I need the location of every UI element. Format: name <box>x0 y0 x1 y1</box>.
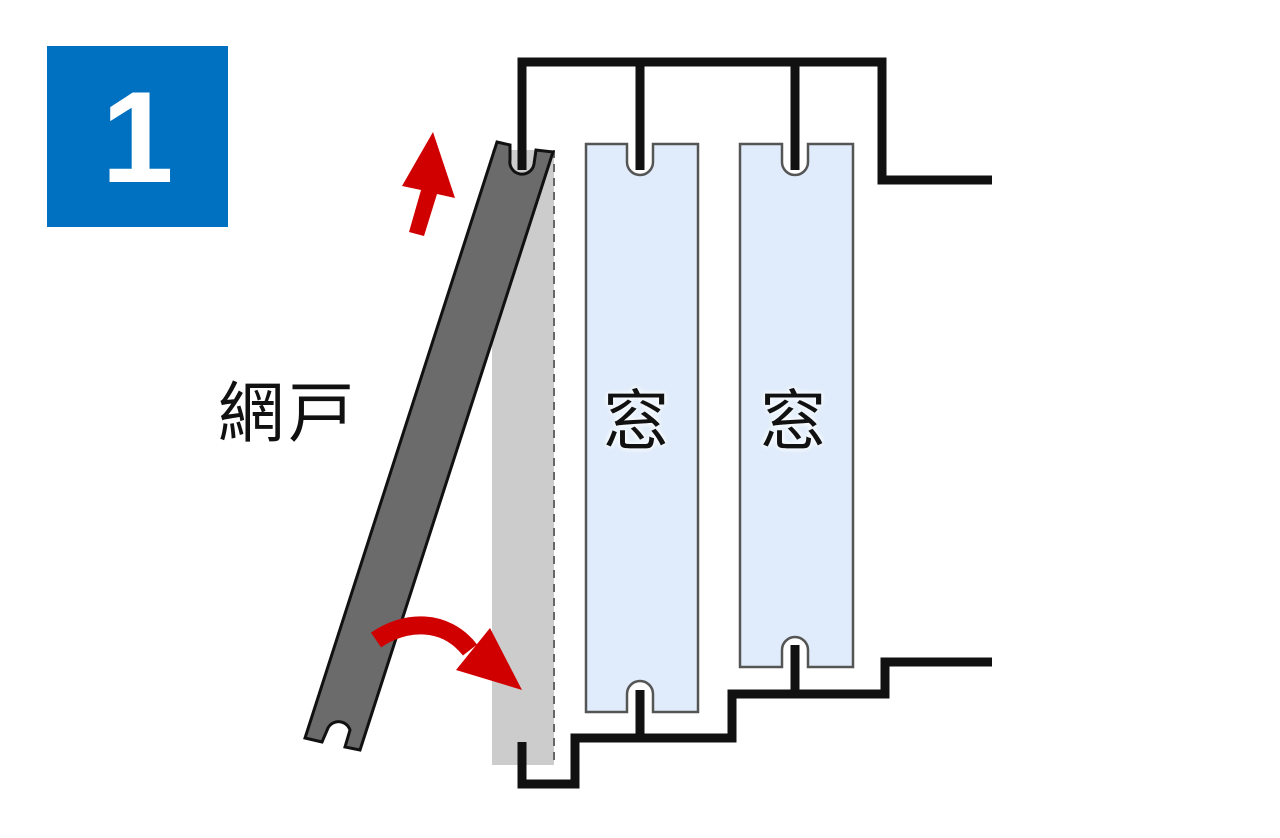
window-label-1: 窓 <box>603 383 669 460</box>
lower-frame-rail <box>517 645 992 789</box>
window-panel-1 <box>584 142 700 714</box>
window-label-2: 窓 <box>760 383 826 460</box>
window-panel-2 <box>738 142 855 669</box>
lift-up-arrow-icon <box>402 132 455 236</box>
swing-in-arrow-icon <box>370 616 522 690</box>
step-number: 1 <box>101 63 174 210</box>
upper-frame-rail <box>517 57 992 185</box>
step-badge: 1 <box>47 46 228 227</box>
screen-door-label: 網戸 <box>218 375 358 452</box>
screen-door <box>303 140 555 752</box>
